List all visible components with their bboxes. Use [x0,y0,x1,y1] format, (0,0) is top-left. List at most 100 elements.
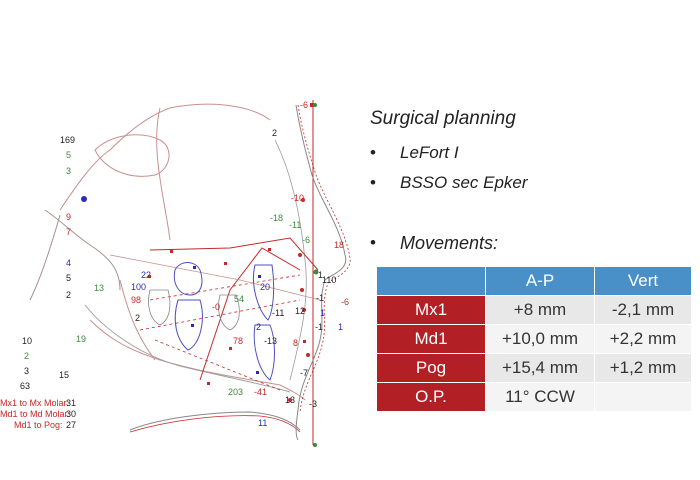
landmark-points [148,103,314,402]
ceph-label: 100 [131,282,147,292]
ceph-label: 11 [258,418,268,428]
ceph-label: 2 [272,128,278,138]
row-label: Md1 [376,324,486,354]
ceph-label: 2 [66,290,72,300]
ceph-label: 110 [322,275,337,285]
ceph-label: -6 [341,297,350,307]
header-ap: A-P [485,266,595,296]
row-label: Pog [376,353,486,383]
bullet-dot: • [370,143,376,162]
incisor-lower [253,324,275,381]
cell-ap: +10,0 mm [485,324,595,354]
ceph-label: 54 [234,294,245,304]
ceph-label: -1 [316,293,325,303]
planning-title: Surgical planning [370,108,516,129]
ceph-label: -6 [302,235,311,245]
bullet-text: BSSO sec Epker [400,173,528,192]
mandible-pre [84,304,291,393]
ceph-label: 78 [233,336,244,346]
skull-outline [59,103,271,241]
ceph-label: 98 [131,295,142,305]
ceph-label: 169 [60,135,76,145]
molar-gray [148,289,240,331]
ceph-label: 12 [295,306,306,316]
pog-label: Md1 to Pog: [14,420,63,430]
ceph-label: 5 [66,273,72,283]
bullet-dot: • [370,233,376,252]
ceph-label: 4 [66,258,72,268]
landmark-points-green [313,103,319,447]
soft-tissue-profile-gray [295,104,347,441]
mandible-outline [89,279,306,401]
chin-curve-red [129,415,301,433]
ceph-label: 1 [320,308,326,318]
ceph-label: 8 [293,338,299,348]
header-blank [376,266,486,296]
cell-vert: -2,1 mm [594,295,692,325]
table-row: Mx1 +8 mm -2,1 mm [376,295,692,325]
table-row: O.P. 11° CCW [376,382,692,412]
orbit-outline [94,134,170,177]
bullet-lefort: • LeFort I [370,143,670,165]
ceph-label: -18 [270,213,284,223]
table-row: Md1 +10,0 mm +2,2 mm [376,324,692,354]
row-label: Mx1 [376,295,486,325]
ceph-label: 13 [285,395,296,405]
ceph-label: -11 [289,220,302,230]
ceph-label: -0 [212,302,221,312]
bullet-dot: • [370,173,376,192]
occlusal-plane [109,254,321,301]
ceph-label: -6 [300,100,309,110]
ceph-label: 19 [76,334,87,344]
ceph-label: 9 [66,212,72,222]
ceph-label: 2 [24,351,30,361]
facial-plane [199,247,301,381]
cell-vert: +1,2 mm [594,353,692,383]
soft-tissue-profile-red [297,104,351,413]
md-molar-value: 30 [66,409,77,419]
header-vert: Vert [594,266,692,296]
ceph-label: 2 [256,322,262,332]
nose-line [274,139,307,381]
ceph-label: 1 [338,322,344,332]
ceph-label: 15 [59,370,70,380]
ceph-label: 1 [318,270,324,280]
ceph-label: 5 [66,150,72,160]
cephalometric-tracing [29,100,351,447]
bullet-movements: • Movements: [370,233,670,255]
ceph-label: -13 [264,336,278,346]
cell-vert [594,382,692,412]
plane-lines [139,274,301,391]
ceph-label: 2 [135,313,141,323]
palatal-plane [149,237,319,271]
landmark-points-blue [81,196,261,374]
ceph-label: -7 [300,368,309,378]
ceph-label: -11 [272,308,285,318]
movements-table: A-P Vert Mx1 +8 mm -2,1 mm Md1 +10,0 mm … [376,266,692,412]
bullet-bsso: • BSSO sec Epker [370,173,670,195]
chin-curve [129,411,301,431]
ceph-label: 63 [20,381,31,391]
ceph-label: 18 [334,240,345,250]
molar-lower [174,299,203,351]
table-header-row: A-P Vert [376,266,692,296]
pog-value: 27 [66,420,77,430]
ceph-label: 3 [66,166,72,176]
row-label: O.P. [376,382,486,412]
cell-vert: +2,2 mm [594,324,692,354]
ceph-label: -1 [315,322,324,332]
ceph-label: 7 [66,227,72,237]
cell-ap: +8 mm [485,295,595,325]
ceph-label: 20 [260,282,271,292]
ceph-label: -41 [254,387,268,397]
mx-molar-value: 31 [66,398,77,408]
bullet-text: LeFort I [400,143,459,162]
ceph-label: 10 [22,336,33,346]
ceph-label: 13 [94,283,105,293]
ceph-label: 3 [24,366,30,376]
mx-molar-label: Mx1 to Mx Molar: [0,398,70,408]
ceph-label: 203 [228,387,244,397]
movements-title: Movements: [400,233,499,253]
ceph-label: -10 [291,193,305,203]
incisor-upper [253,264,275,321]
